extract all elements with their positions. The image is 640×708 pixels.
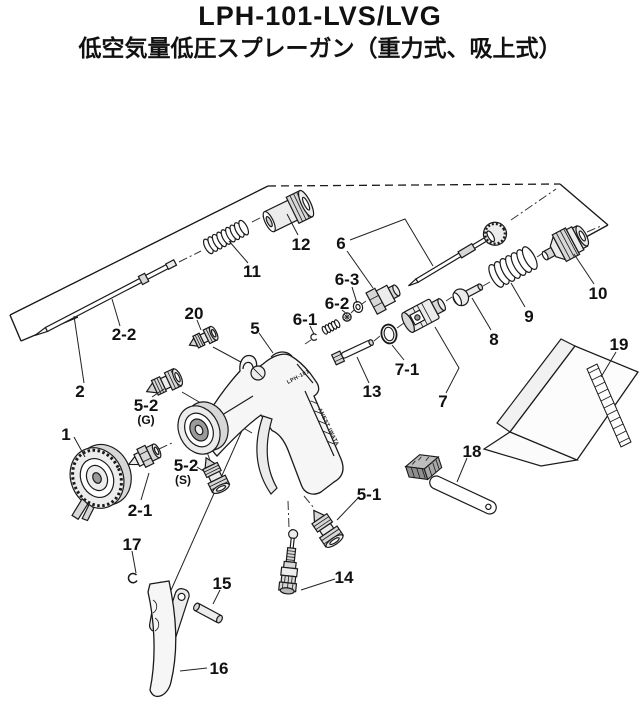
part-label-7: 7	[438, 392, 447, 411]
part-drawing-star-washer-6-2	[342, 312, 352, 322]
part-drawing-trigger-16	[147, 580, 190, 698]
part-drawing-air-valve-7	[401, 298, 447, 333]
part-drawing-pin-15	[193, 602, 223, 624]
part-drawing-gun-body: LPH-101 ANEST IWATA	[206, 351, 344, 495]
page-title: LPH-101-LVS/LVG	[198, 1, 442, 31]
part-label-5-1: 5-1	[357, 485, 382, 504]
part-label-19: 19	[610, 335, 629, 354]
part-label-10: 10	[589, 284, 608, 303]
part-label-12: 12	[292, 235, 311, 254]
part-label-16: 16	[210, 659, 229, 678]
part-label-2-1: 2-1	[128, 501, 153, 520]
part-label-1: 1	[61, 425, 70, 444]
part-label-15: 15	[213, 574, 232, 593]
part-drawing-air-cap-1	[69, 443, 132, 522]
part-label-13: 13	[363, 382, 382, 401]
part-drawing-joint-5-1	[311, 509, 345, 548]
part-drawing-washer-6-3	[352, 301, 364, 313]
part-label-6-3: 6-3	[335, 270, 360, 289]
part-label-5-2-s-suffix: (S)	[175, 473, 191, 487]
part-drawing-fluid-nozzle-2-1	[127, 443, 162, 469]
part-drawing-valve-stem-8	[452, 283, 484, 307]
part-drawing-rod-13	[330, 339, 374, 366]
part-drawing-e-ring-17	[127, 572, 138, 584]
part-drawing-spring-6-1	[321, 319, 341, 335]
part-label-2: 2	[75, 382, 84, 401]
part-drawing-brush-18	[404, 454, 497, 515]
part-label-2-2: 2-2	[112, 325, 137, 344]
part-drawing-fluid-needle-2-2	[34, 259, 178, 337]
part-label-6-1: 6-1	[293, 310, 318, 329]
part-label-7-1: 7-1	[395, 360, 420, 379]
part-drawing-joint-5-2-s	[202, 456, 231, 495]
part-drawing-spring-11	[202, 219, 250, 255]
part-drawing-pouch-19	[482, 338, 639, 467]
part-drawing-joint-5-2-g	[145, 367, 184, 396]
part-drawing-spring-9	[488, 246, 538, 288]
part-label-18: 18	[463, 442, 482, 461]
axis-lines	[121, 188, 602, 529]
part-drawing-fluid-adjust-14	[278, 529, 299, 595]
part-drawing-o-ring-7-1	[380, 323, 398, 345]
part-drawing-nipple-20	[188, 325, 219, 349]
part-drawing-air-adjuster-10	[541, 224, 590, 263]
part-label-6-2: 6-2	[325, 294, 350, 313]
part-label-9: 9	[524, 307, 533, 326]
leader-lines	[73, 213, 617, 672]
part-drawing-clip-6	[310, 333, 318, 341]
part-drawing-retaining-ring	[177, 401, 229, 455]
part-label-17: 17	[123, 535, 142, 554]
page-subtitle: 低空気量低圧スプレーガン（重力式、吸上式）	[78, 36, 562, 62]
gun-trigger-installed	[256, 415, 278, 495]
part-label-20: 20	[185, 304, 204, 323]
part-drawing-needle-set-6	[408, 221, 508, 287]
part-label-5-2-g: 5-2	[134, 396, 159, 415]
part-label-11: 11	[243, 262, 261, 281]
part-label-5-2-g-suffix: (G)	[137, 413, 154, 427]
part-labels: 1 2 2-1 2-2 5 5-1 5-2 (G) 5-2 (S) 6 6-1 …	[61, 234, 628, 678]
part-label-6: 6	[336, 234, 345, 253]
part-label-14: 14	[335, 568, 354, 587]
part-drawing-packing-gland-6	[365, 284, 401, 315]
part-label-5-2-s: 5-2	[174, 456, 199, 475]
part-label-5: 5	[250, 319, 259, 338]
part-drawing-knob-12	[262, 189, 315, 233]
part-label-8: 8	[489, 330, 498, 349]
